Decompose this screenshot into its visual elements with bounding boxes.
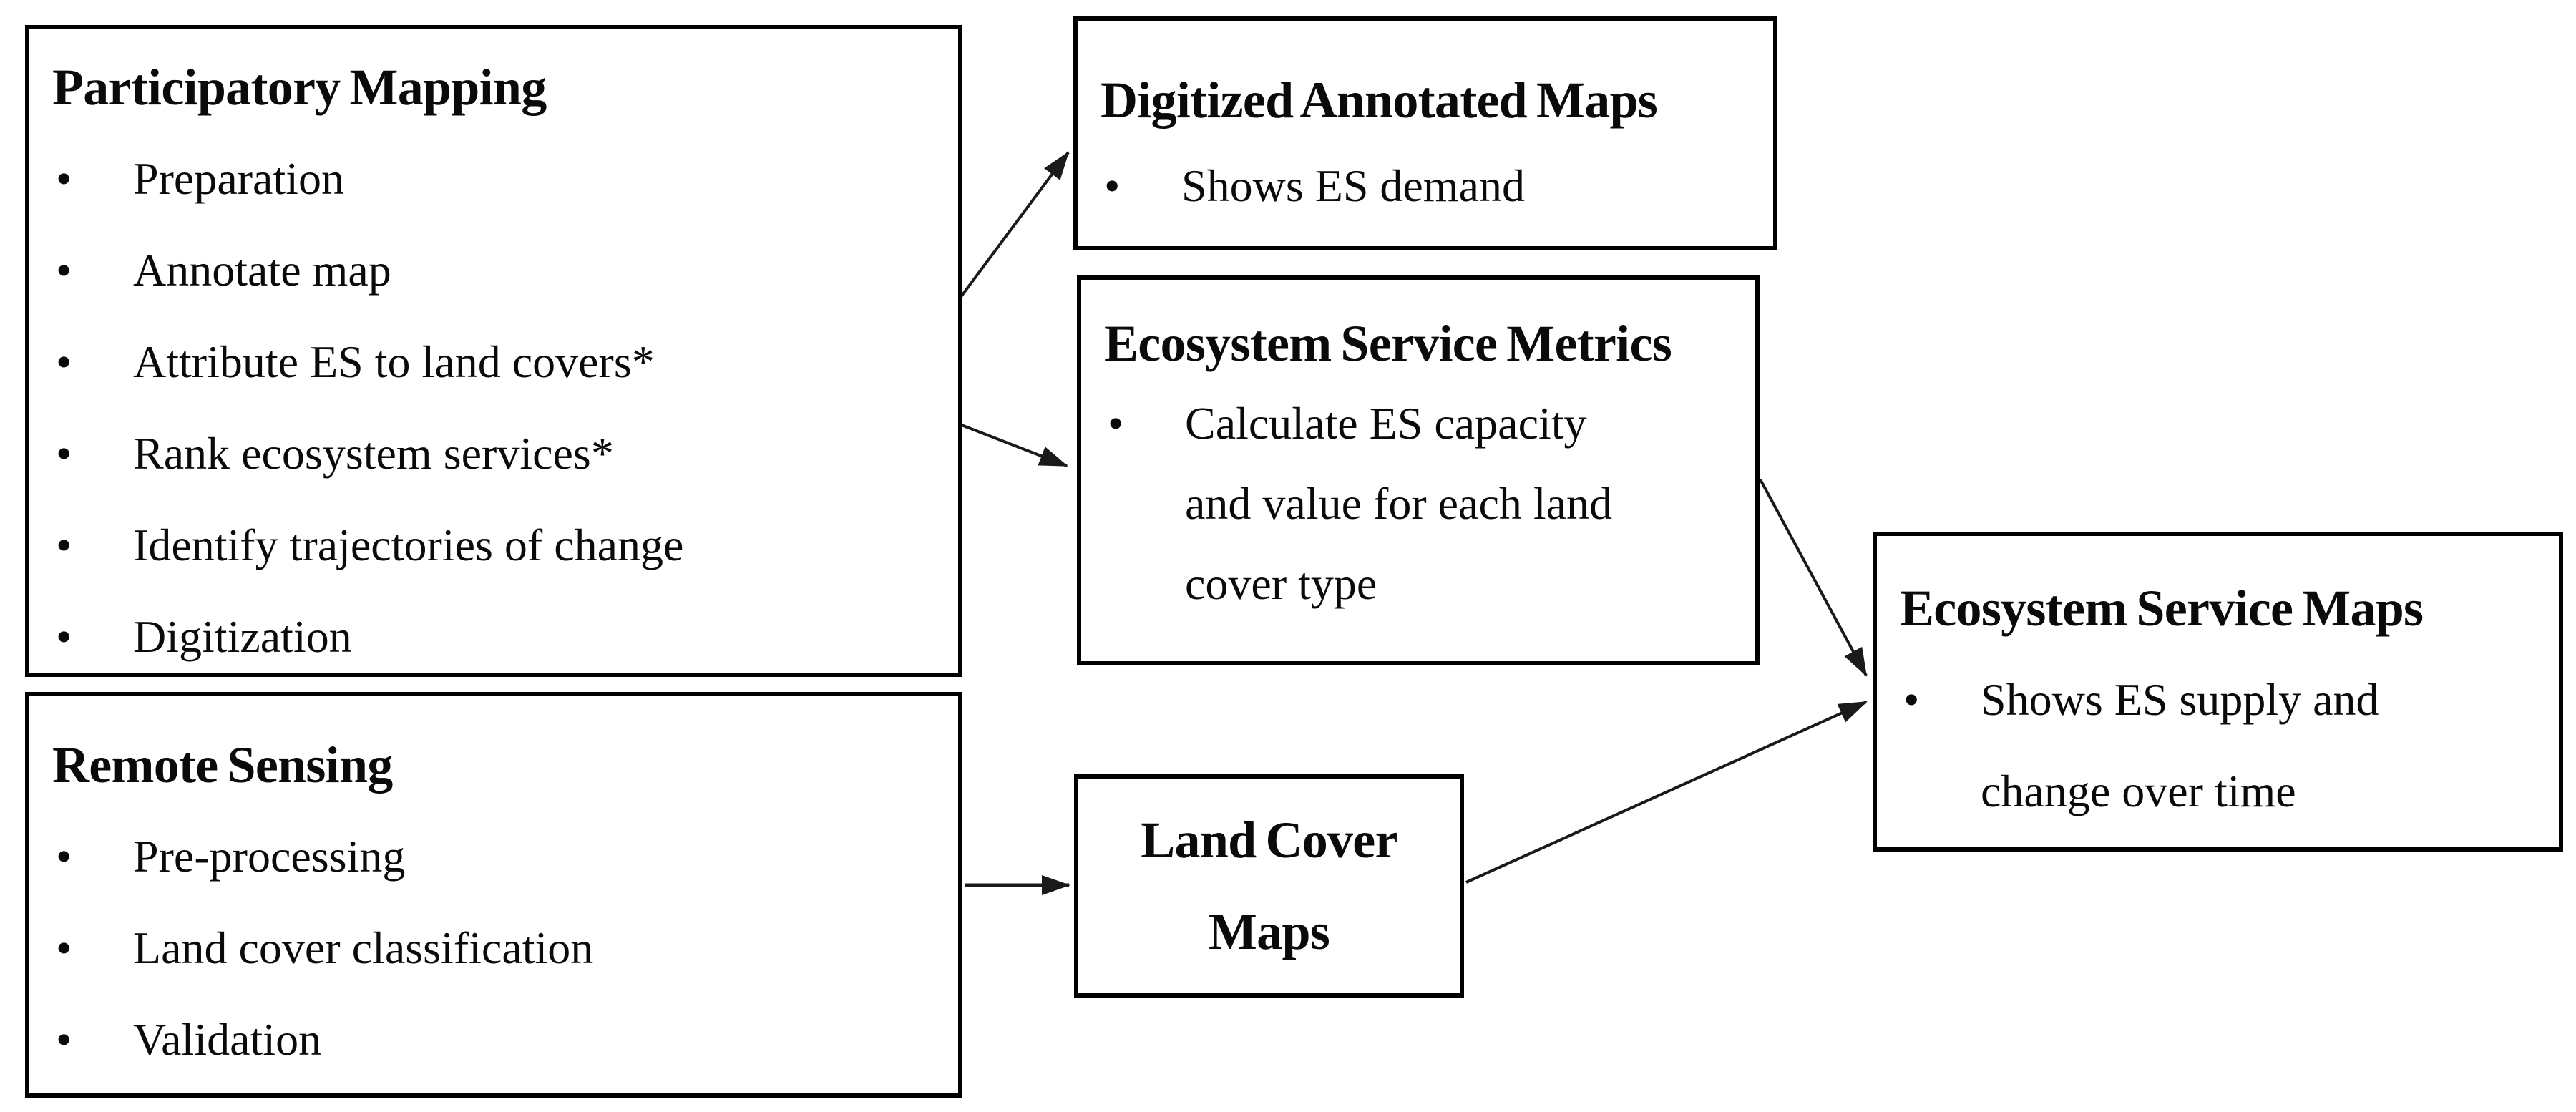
bullet-dot-icon: • <box>56 520 72 570</box>
bullet-item: • Attribute ES to land covers* <box>29 316 958 408</box>
bullet-item: • Rank ecosystem services* <box>29 408 958 499</box>
bullet-dot-icon: • <box>56 922 72 973</box>
box-land-cover-maps: Land Cover Maps <box>1074 774 1464 998</box>
box-ecosystem-service-metrics: Ecosystem Service Metrics • Calculate ES… <box>1077 275 1760 665</box>
box-title: Remote Sensing <box>52 736 393 794</box>
bullet-item: • Preparation <box>29 133 958 225</box>
bullet-label: Identify trajectories of change <box>133 520 684 570</box>
bullet-dot-icon: • <box>56 611 72 662</box>
bullet-item: • Shows ES supply and <box>1877 654 2559 746</box>
box-participatory-mapping: Participatory Mapping • Preparation • An… <box>25 25 962 677</box>
arrow-es-metrics-to-es-maps <box>1759 479 1868 677</box>
bullet-label: Preparation <box>133 153 344 204</box>
bullet-item: • Annotate map <box>29 225 958 316</box>
box-title: Land Cover <box>1141 811 1397 869</box>
box-title: Ecosystem Service Metrics <box>1104 315 1672 372</box>
bullet-item: • Shows ES demand <box>1078 143 1773 229</box>
box-title: Participatory Mapping <box>52 59 547 116</box>
bullet-dot-icon: • <box>1108 398 1124 449</box>
box-digitized-annotated-maps: Digitized Annotated Maps • Shows ES dema… <box>1073 16 1777 250</box>
arrow-land-cover-maps-to-es-maps <box>1465 701 1868 884</box>
bullet-dot-icon: • <box>56 336 72 387</box>
bullet-dot-icon: • <box>56 428 72 479</box>
bullet-dot-icon: • <box>56 245 72 296</box>
bullet-dot-icon: • <box>1903 674 1920 725</box>
bullet-item: • Identify trajectories of change <box>29 499 958 591</box>
bullet-label: Shows ES supply and <box>1981 674 2379 725</box>
bullet-label: Shows ES demand <box>1181 160 1525 211</box>
box-title: Maps <box>1208 903 1330 960</box>
bullet-dot-icon: • <box>1104 160 1121 211</box>
bullet-label: Digitization <box>133 611 352 662</box>
bullet-item: • Validation <box>29 994 958 1086</box>
bullet-item: • Pre-processing <box>29 811 958 902</box>
bullet-label-continued: and value for each land <box>1185 478 1613 529</box>
box-title: Ecosystem Service Maps <box>1900 580 2424 637</box>
bullet-item: • Land cover classification <box>29 902 958 994</box>
bullet-item: • Digitization <box>29 591 958 683</box>
bullet-label: Pre-processing <box>133 831 406 882</box>
bullet-label: Attribute ES to land covers* <box>133 336 655 387</box>
box-title: Digitized Annotated Maps <box>1101 72 1658 129</box>
bullet-dot-icon: • <box>56 1014 72 1065</box>
bullet-label: Rank ecosystem services* <box>133 428 614 479</box>
bullet-label-continued: change over time <box>1981 766 2296 816</box>
bullet-label: Calculate ES capacity <box>1185 398 1587 449</box>
bullet-item: • Calculate ES capacity <box>1081 384 1755 464</box>
bullet-label: Validation <box>133 1014 322 1065</box>
bullet-label-continued: cover type <box>1185 558 1377 609</box>
bullet-dot-icon: • <box>56 153 72 204</box>
bullet-label: Land cover classification <box>133 922 594 973</box>
box-remote-sensing: Remote Sensing • Pre-processing • Land c… <box>25 692 962 1098</box>
bullet-label: Annotate map <box>133 245 391 296</box>
bullet-dot-icon: • <box>56 831 72 882</box>
box-ecosystem-service-maps: Ecosystem Service Maps • Shows ES supply… <box>1873 532 2563 852</box>
